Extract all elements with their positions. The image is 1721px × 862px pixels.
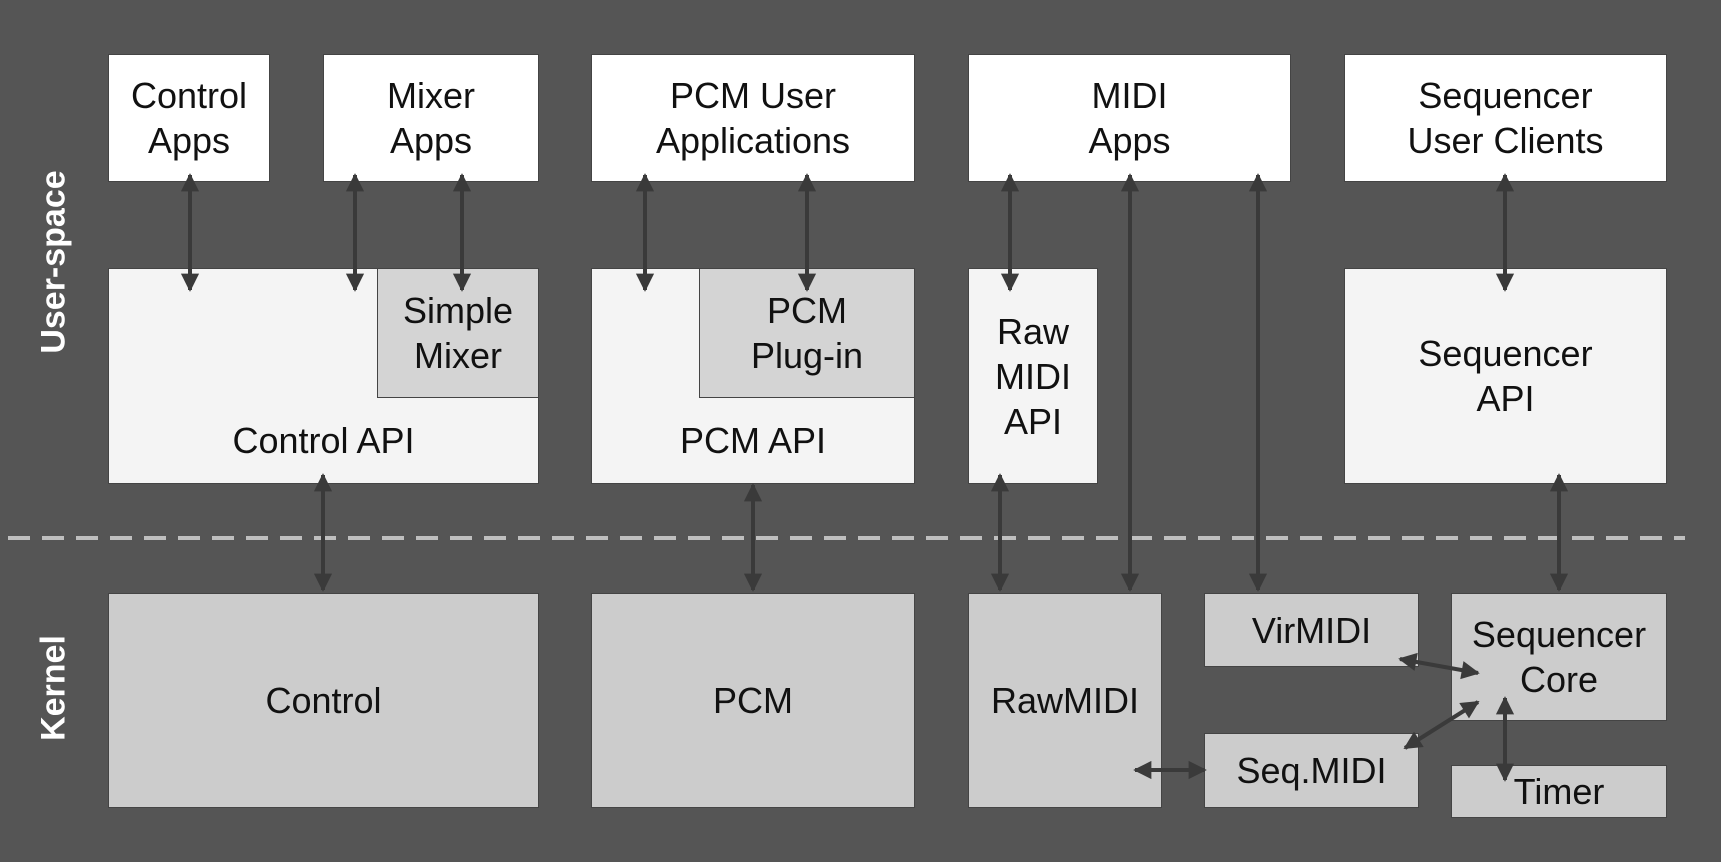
pcm-user-applications-box: PCM User Applications bbox=[591, 54, 915, 182]
rawmidi-kernel-box: RawMIDI bbox=[968, 593, 1162, 808]
seq-midi-box: Seq.MIDI bbox=[1204, 733, 1419, 808]
pcm-kernel-box: PCM bbox=[591, 593, 915, 808]
arrow-seq-midi-to-seq-core bbox=[1403, 700, 1480, 750]
arrow-virmidi-to-seq-core bbox=[1398, 652, 1480, 680]
virmidi-box: VirMIDI bbox=[1204, 593, 1419, 667]
timer-box: Timer bbox=[1451, 765, 1667, 818]
mixer-apps-box: Mixer Apps bbox=[323, 54, 539, 182]
sequencer-core-box: Sequencer Core bbox=[1451, 593, 1667, 721]
sequencer-user-clients-box: Sequencer User Clients bbox=[1344, 54, 1667, 182]
control-apps-box: Control Apps bbox=[108, 54, 270, 182]
raw-midi-api-box: Raw MIDI API bbox=[968, 268, 1098, 484]
sequencer-api-box: Sequencer API bbox=[1344, 268, 1667, 484]
control-kernel-box: Control bbox=[108, 593, 539, 808]
